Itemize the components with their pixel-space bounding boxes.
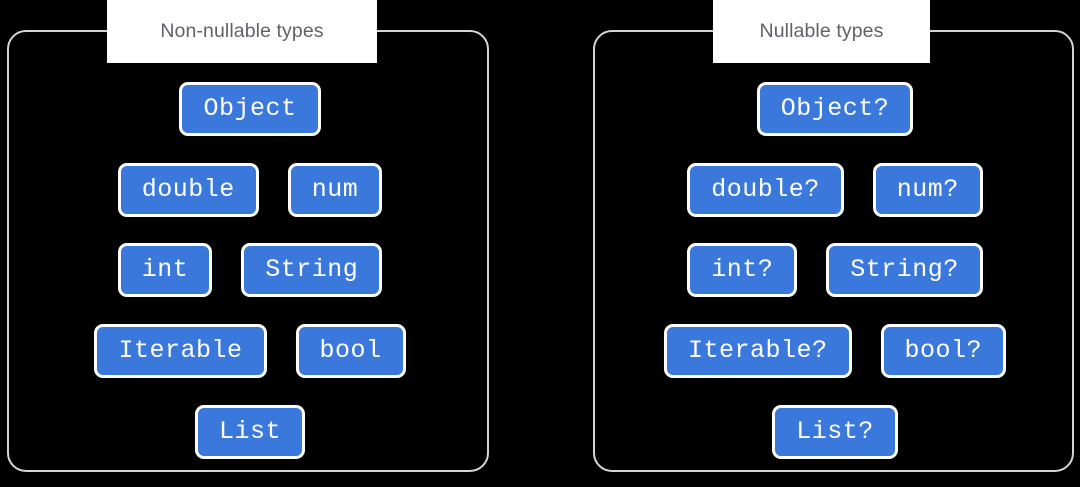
chip-row-5: List <box>16 405 484 459</box>
chip-row-4: Iterable? bool? <box>602 324 1068 378</box>
type-chip-list[interactable]: List <box>194 405 305 459</box>
chip-row-1: Object? <box>602 82 1068 136</box>
type-chip-iterable-nullable[interactable]: Iterable? <box>663 324 852 378</box>
chip-row-5: List? <box>602 405 1068 459</box>
type-chip-num[interactable]: num <box>287 163 383 217</box>
type-chip-string-nullable[interactable]: String? <box>826 243 983 297</box>
type-chip-bool-nullable[interactable]: bool? <box>880 324 1007 378</box>
chip-row-3: int? String? <box>602 243 1068 297</box>
type-chip-int[interactable]: int <box>117 243 213 297</box>
type-chip-list-nullable[interactable]: List? <box>772 405 898 459</box>
type-chip-object[interactable]: Object <box>179 82 321 136</box>
type-chip-string[interactable]: String <box>241 243 383 297</box>
panel-nullable-types: Object? double? num? int? String? Iterab… <box>593 30 1074 472</box>
type-chip-num-nullable[interactable]: num? <box>872 163 983 217</box>
panel-title-nullable-types: Nullable types <box>713 0 930 63</box>
type-chip-double[interactable]: double <box>117 163 259 217</box>
type-chip-double-nullable[interactable]: double? <box>687 163 844 217</box>
chip-row-1: Object <box>16 82 484 136</box>
panel-non-nullable-types: Object double num int String Iterable bo… <box>7 30 489 472</box>
chip-row-3: int String <box>16 243 484 297</box>
panel-title-non-nullable-types: Non-nullable types <box>107 0 377 63</box>
chip-row-2: double num <box>16 163 484 217</box>
type-chip-int-nullable[interactable]: int? <box>687 243 798 297</box>
type-chip-iterable[interactable]: Iterable <box>94 324 267 378</box>
chip-row-2: double? num? <box>602 163 1068 217</box>
type-chip-bool[interactable]: bool <box>295 324 406 378</box>
type-chip-object-nullable[interactable]: Object? <box>756 82 914 136</box>
chip-row-4: Iterable bool <box>16 324 484 378</box>
